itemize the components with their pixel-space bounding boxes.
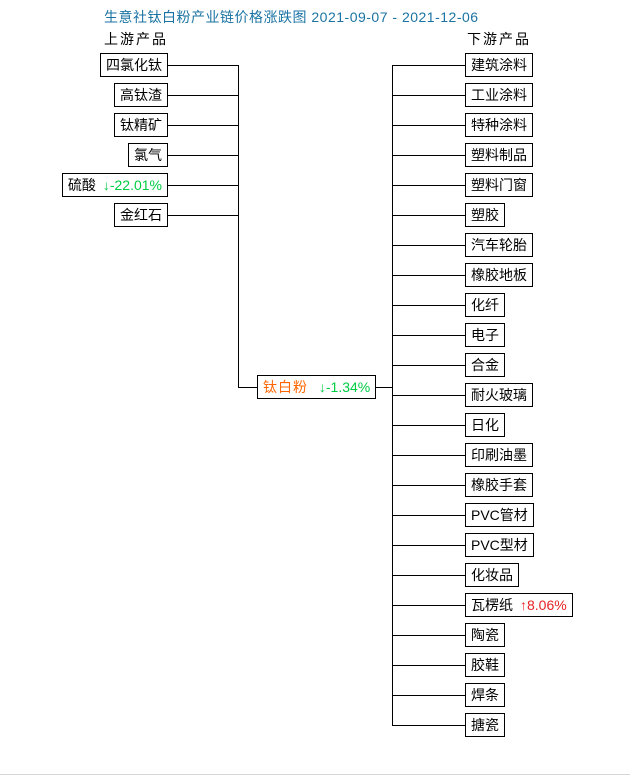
downstream-node[interactable]: 焊条	[465, 683, 505, 707]
node-label: 工业涂料	[471, 87, 527, 103]
node-label: 日化	[471, 417, 499, 433]
node-label: PVC管材	[471, 507, 528, 523]
downstream-node[interactable]: 陶瓷	[465, 623, 505, 647]
node-label: 塑料门窗	[471, 177, 527, 193]
connector-line	[392, 545, 475, 546]
node-label: 建筑涂料	[471, 57, 527, 73]
connector-line	[392, 725, 475, 726]
downstream-node[interactable]: 工业涂料	[465, 83, 533, 107]
connector-line	[150, 125, 238, 126]
connector-line	[392, 515, 475, 516]
connector-line	[392, 335, 475, 336]
downstream-node[interactable]: 化纤	[465, 293, 505, 317]
downstream-node[interactable]: 特种涂料	[465, 113, 533, 137]
node-label: 瓦楞纸	[471, 597, 513, 613]
node-label: 氯气	[134, 147, 162, 163]
connector-line	[392, 425, 475, 426]
connector-line	[392, 215, 475, 216]
connector-line	[392, 395, 475, 396]
node-label: 印刷油墨	[471, 447, 527, 463]
price-change-up: ↑8.06%	[520, 597, 567, 613]
node-label: 橡胶手套	[471, 477, 527, 493]
node-label: 化纤	[471, 297, 499, 313]
node-label: 塑胶	[471, 207, 499, 223]
connector-line	[392, 125, 475, 126]
connector-line	[150, 215, 238, 216]
connector-line	[150, 65, 238, 66]
connector-line	[392, 185, 475, 186]
upstream-node[interactable]: 钛精矿	[114, 113, 168, 137]
downstream-node[interactable]: 塑胶	[465, 203, 505, 227]
connector-line	[392, 605, 475, 606]
connector-line	[238, 65, 239, 388]
node-label: 四氯化钛	[106, 57, 162, 73]
connector-line	[392, 95, 475, 96]
center-node-price-change-down: ↓-1.34%	[318, 379, 371, 395]
node-label: 耐火玻璃	[471, 387, 527, 403]
node-label: 电子	[471, 327, 499, 343]
connector-line	[150, 95, 238, 96]
upstream-header: 上游产品	[104, 31, 168, 47]
node-label: 硫酸	[67, 177, 96, 193]
node-label: 化妆品	[471, 567, 513, 583]
downstream-node[interactable]: 搪瓷	[465, 713, 505, 737]
downstream-node[interactable]: PVC型材	[465, 533, 534, 557]
connector-line	[392, 575, 475, 576]
upstream-node[interactable]: 硫酸 ↓-22.01%	[61, 173, 168, 197]
node-label: 高钛渣	[120, 87, 162, 103]
connector-line	[392, 305, 475, 306]
upstream-node[interactable]: 高钛渣	[114, 83, 168, 107]
node-label: 特种涂料	[471, 117, 527, 133]
downstream-node[interactable]: 瓦楞纸 ↑8.06%	[465, 593, 573, 617]
connector-line	[392, 245, 475, 246]
downstream-node[interactable]: 合金	[465, 353, 505, 377]
upstream-node[interactable]: 氯气	[128, 143, 168, 167]
connector-line	[392, 665, 475, 666]
node-label: 钛精矿	[120, 117, 162, 133]
connector-line	[392, 695, 475, 696]
downstream-node[interactable]: PVC管材	[465, 503, 534, 527]
connector-line	[392, 365, 475, 366]
downstream-node[interactable]: 塑料制品	[465, 143, 533, 167]
upstream-node[interactable]: 金红石	[114, 203, 168, 227]
downstream-node[interactable]: 橡胶地板	[465, 263, 533, 287]
connector-line	[392, 455, 475, 456]
downstream-node[interactable]: 建筑涂料	[465, 53, 533, 77]
node-label: 橡胶地板	[471, 267, 527, 283]
node-label: 胶鞋	[471, 657, 499, 673]
node-label: PVC型材	[471, 537, 528, 553]
connector-line	[150, 155, 238, 156]
node-label: 汽车轮胎	[471, 237, 527, 253]
downstream-node[interactable]: 汽车轮胎	[465, 233, 533, 257]
connector-line	[392, 65, 475, 66]
downstream-node[interactable]: 电子	[465, 323, 505, 347]
center-node-titanium-dioxide[interactable]: 钛白粉 ↓-1.34%	[257, 375, 377, 399]
connector-line	[150, 185, 238, 186]
chart-title: 生意社钛白粉产业链价格涨跌图 2021-09-07 - 2021-12-06	[104, 9, 479, 25]
node-label: 合金	[471, 357, 499, 373]
node-label: 塑料制品	[471, 147, 527, 163]
downstream-node[interactable]: 胶鞋	[465, 653, 505, 677]
connector-line	[392, 275, 475, 276]
center-node-label: 钛白粉	[263, 379, 308, 395]
connector-line	[392, 485, 475, 486]
downstream-node[interactable]: 日化	[465, 413, 505, 437]
upstream-node[interactable]: 四氯化钛	[100, 53, 168, 77]
connector-line	[392, 155, 475, 156]
price-change-down: ↓-22.01%	[102, 177, 162, 193]
downstream-header: 下游产品	[467, 31, 531, 47]
node-label: 金红石	[120, 207, 162, 223]
downstream-node[interactable]: 化妆品	[465, 563, 519, 587]
downstream-node[interactable]: 塑料门窗	[465, 173, 533, 197]
downstream-node[interactable]: 橡胶手套	[465, 473, 533, 497]
node-label: 陶瓷	[471, 627, 499, 643]
node-label: 焊条	[471, 687, 499, 703]
downstream-node[interactable]: 耐火玻璃	[465, 383, 533, 407]
node-label: 搪瓷	[471, 717, 499, 733]
connector-line	[392, 635, 475, 636]
downstream-node[interactable]: 印刷油墨	[465, 443, 533, 467]
